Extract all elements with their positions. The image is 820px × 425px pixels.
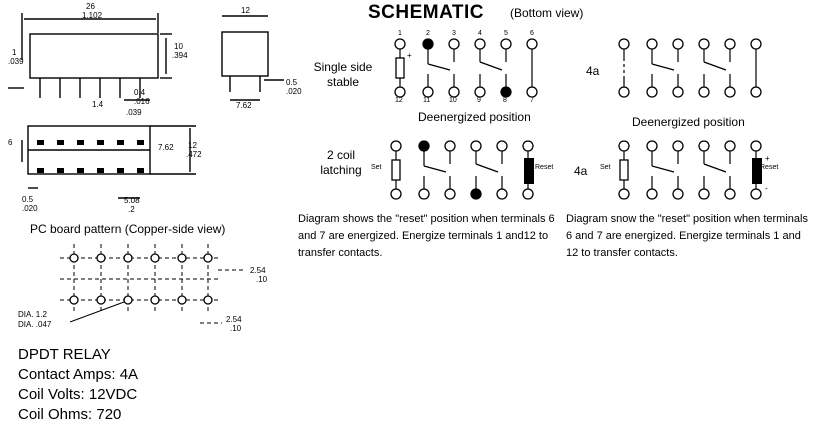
dim-pin-dia: 1.4: [92, 100, 104, 109]
pin-9-filled: [471, 189, 481, 199]
pin-2-filled: [423, 39, 433, 49]
relay-end-body: [221, 31, 269, 77]
term-1: 1: [398, 30, 402, 37]
dim-row-mm: 7.62: [236, 101, 252, 110]
rating-single-side: 4a: [586, 64, 600, 78]
side-pins: [39, 78, 141, 98]
set-label-left: Set: [371, 164, 382, 171]
set-label-right: Set: [600, 164, 611, 171]
single-side-label: Single side stable: [313, 60, 373, 89]
term-11: 11: [423, 97, 431, 104]
caption-right: Diagram snow the "reset" position when t…: [566, 213, 808, 259]
coil-symbol: [395, 57, 405, 79]
dim-grid-in: .10: [256, 275, 268, 284]
term-2: 2: [426, 30, 430, 37]
reset-coil: [524, 158, 534, 184]
pin-2-filled: [419, 141, 429, 151]
dim-bodyw-mm: 12: [188, 141, 197, 150]
term-5: 5: [504, 30, 508, 37]
spec-coil-ohms: Coil Ohms: 720: [18, 406, 122, 423]
dim-length-in: 1.102: [82, 11, 103, 20]
deenergized-label-left: Deenergized position: [418, 110, 531, 124]
hole-dia-in: DIA. .047: [18, 320, 52, 329]
caption-left: Diagram shows the "reset" position when …: [298, 213, 555, 259]
reset-label-right: Reset: [760, 164, 779, 171]
dim-width-mm: 12: [241, 6, 250, 15]
coil-plus: +: [407, 51, 412, 60]
pcb-holes: [69, 253, 213, 305]
dim-pin-width-in: .016: [134, 97, 150, 106]
relay-side-body: [29, 33, 159, 79]
pcb-title: PC board pattern (Copper-side view): [30, 222, 226, 236]
schematic-subtitle: (Bottom view): [510, 6, 584, 20]
schematic-single-side-4a: [618, 38, 762, 98]
term-3: 3: [452, 30, 456, 37]
pin-8-filled: [501, 87, 511, 97]
schematic-title: SCHEMATIC: [368, 2, 485, 23]
dim-pitch-mm: 5.08: [124, 196, 140, 205]
dim-pitch-in: .2: [128, 205, 135, 214]
spec-coil-volts: Coil Volts: 12VDC: [18, 386, 138, 403]
reset-label-left: Reset: [535, 164, 554, 171]
set-coil: [391, 159, 401, 181]
dim-offset-mm: 6: [8, 138, 13, 147]
dim-pin-in: .039: [8, 57, 24, 66]
term-4: 4: [478, 30, 482, 37]
bottom-view-pads: [37, 140, 144, 173]
term-7: 7: [530, 97, 534, 104]
term-6: 6: [530, 30, 534, 37]
dim-grid2-in: .10: [230, 324, 242, 333]
schematic-latching-4a: [618, 140, 762, 200]
spec-contact-amps: Contact Amps: 4A: [18, 366, 139, 383]
dim-pin-mm: 1: [12, 48, 17, 57]
term-9: 9: [477, 97, 481, 104]
dim-edge-mm: 0.5: [22, 195, 34, 204]
term-12: 12: [395, 97, 403, 104]
hole-dia-mm: DIA. 1.2: [18, 310, 47, 319]
dim-standoff-mm: 0.5: [286, 78, 298, 87]
dim-bodyw-in: .472: [186, 150, 202, 159]
spec-title: DPDT RELAY: [18, 346, 111, 363]
dim-pin-width: 0.4: [134, 88, 146, 97]
dim-edge-in: .020: [22, 204, 38, 213]
schematic-latching: [390, 140, 534, 200]
schematic-single-side: [394, 38, 538, 98]
dim-height-mm: 10: [174, 42, 183, 51]
pcb-grid-lines: [60, 244, 220, 312]
dim-row-bottom: 7.62: [158, 143, 174, 152]
term-8: 8: [503, 97, 507, 104]
dim-length-mm: 26: [86, 2, 95, 11]
reset-minus: -: [765, 184, 768, 193]
dim-height-in: .394: [172, 51, 188, 60]
coil-latching-label: 2 coil latching: [320, 148, 362, 177]
dim-pin-dia-in: .039: [126, 108, 142, 117]
term-10: 10: [449, 97, 457, 104]
dim-grid2-mm: 2.54: [226, 315, 242, 324]
deenergized-label-right: Deenergized position: [632, 115, 745, 129]
rating-latching: 4a: [574, 164, 588, 178]
dim-standoff-in: .020: [286, 87, 302, 96]
dim-grid-mm: 2.54: [250, 266, 266, 275]
reset-plus: +: [765, 154, 770, 163]
